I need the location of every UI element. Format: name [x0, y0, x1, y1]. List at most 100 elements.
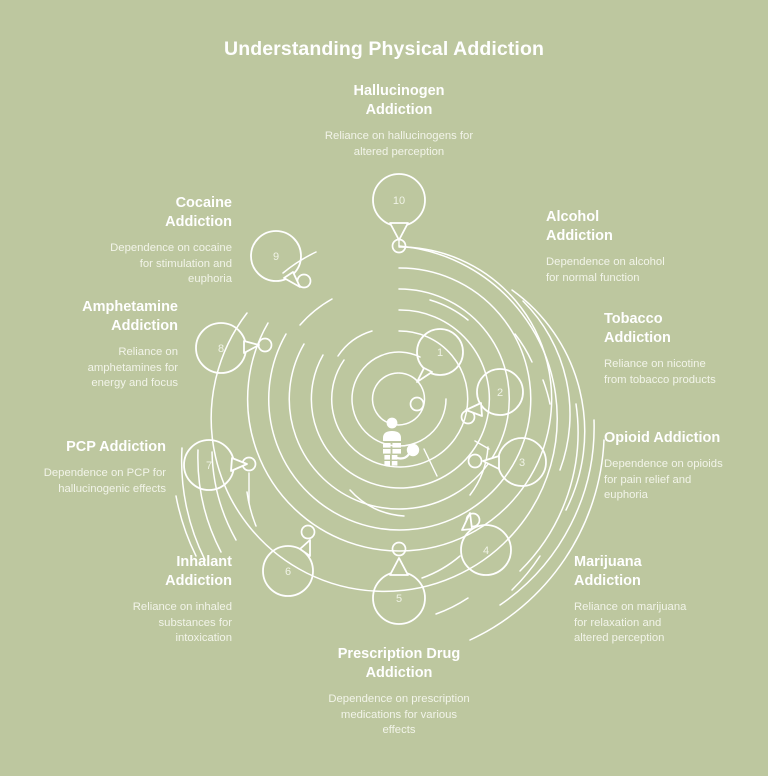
label-marijuana: Marijuana Addiction Reliance on marijuan…	[574, 553, 760, 647]
icon-leg-d	[391, 461, 398, 466]
arc-tick-6	[429, 299, 469, 321]
arc-tick-3	[299, 298, 333, 326]
node-number-group: 1 2 3 4 5 6 7 8 9 10	[206, 195, 525, 605]
label-cocaine-title: Cocaine Addiction	[60, 194, 232, 232]
node-bubble-3[interactable]	[482, 437, 547, 487]
arc-marker-1	[409, 396, 425, 412]
label-alcohol-desc: Dependence on alcohol for normal functio…	[546, 256, 665, 284]
node-bubble-5[interactable]	[372, 557, 426, 625]
arc-tick-4	[421, 555, 461, 579]
node-bubble-8[interactable]	[195, 322, 260, 374]
arc-outer-4	[499, 419, 595, 606]
arc-outer-6	[211, 451, 237, 541]
label-alcohol-title-line1: Alcohol	[546, 209, 600, 225]
icon-shoulders	[383, 431, 401, 441]
label-cocaine: Cocaine Addiction Dependence on cocaine …	[60, 194, 232, 288]
node-bubble-10-tail	[389, 222, 409, 241]
label-pcp-title-line1: PCP Addiction	[66, 439, 166, 455]
label-inhalant-title-line2: Addiction	[165, 573, 232, 589]
label-hallucinogen: Hallucinogen Addiction Reliance on hallu…	[264, 82, 534, 160]
label-tobacco-title-line2: Addiction	[604, 330, 671, 346]
label-opioid-title: Opioid Addiction	[604, 429, 768, 448]
label-tobacco-title: Tobacco Addiction	[604, 310, 764, 348]
arc-ring-1	[371, 372, 426, 426]
label-inhalant-desc: Reliance on inhaled substances for intox…	[132, 601, 232, 644]
node-bubble-9-circle[interactable]	[250, 230, 302, 282]
label-inhalant-title: Inhalant Addiction	[88, 553, 232, 591]
label-prescription: Prescription Drug Addiction Dependence o…	[274, 645, 524, 739]
node-bubble-4[interactable]	[460, 512, 512, 576]
stem-1	[423, 448, 438, 477]
label-marijuana-title-line2: Addiction	[574, 573, 641, 589]
node-bubble-8-tail	[243, 340, 260, 354]
arc-ring-8	[210, 245, 558, 593]
label-amphetamine: Amphetamine Addiction Reliance on amphet…	[36, 298, 178, 392]
icon-leg-b	[391, 455, 398, 460]
label-prescription-title-line1: Prescription Drug	[337, 646, 461, 662]
node-bubble-5-tail	[389, 557, 409, 576]
label-pcp-desc: Dependence on PCP for hallucinogenic eff…	[43, 467, 166, 495]
icon-torso-a	[383, 443, 391, 448]
arc-marker-3	[467, 453, 483, 469]
label-amphetamine-title: Amphetamine Addiction	[36, 298, 178, 336]
arc-tick-1	[337, 330, 373, 357]
node-number-2: 2	[497, 387, 503, 399]
label-amphetamine-title-line2: Addiction	[111, 318, 178, 334]
label-cocaine-title-line2: Addiction	[165, 214, 232, 230]
node-bubble-6[interactable]	[262, 539, 314, 597]
person-with-ball-and-chain-icon	[383, 417, 420, 466]
label-marijuana-title: Marijuana Addiction	[574, 553, 760, 591]
icon-torso-b	[392, 443, 401, 448]
node-number-4: 4	[483, 545, 489, 557]
arc-ring-4b	[469, 446, 489, 496]
node-bubble-2[interactable]	[465, 368, 524, 417]
arc-outer-8	[180, 447, 206, 561]
arc-tick-10	[514, 333, 533, 363]
icon-leg-a	[384, 455, 390, 460]
node-bubble-2-tail	[465, 402, 483, 417]
arc-outer-7	[197, 449, 222, 553]
arc-outer-1	[511, 289, 586, 511]
node-bubble-2-circle[interactable]	[476, 368, 524, 416]
node-bubble-group	[183, 173, 547, 625]
node-number-9: 9	[273, 251, 279, 263]
node-bubble-9[interactable]	[250, 230, 302, 288]
label-prescription-title: Prescription Drug Addiction	[274, 645, 524, 683]
node-bubble-4-circle[interactable]	[460, 524, 512, 576]
page-title: Understanding Physical Addiction	[224, 38, 544, 60]
node-bubble-10[interactable]	[372, 173, 426, 241]
node-bubble-1[interactable]	[416, 328, 464, 383]
arc-ring-6	[267, 267, 532, 531]
label-alcohol-title-line2: Addiction	[546, 228, 613, 244]
icon-torso-d	[392, 449, 401, 454]
label-hallucinogen-title-line1: Hallucinogen	[353, 83, 445, 99]
arc-marker-group	[241, 238, 483, 557]
node-bubble-6-circle[interactable]	[262, 545, 314, 597]
node-number-6: 6	[285, 566, 291, 578]
arc-tick-9	[246, 491, 257, 527]
label-pcp: PCP Addiction Dependence on PCP for hall…	[20, 438, 166, 497]
node-bubble-1-circle[interactable]	[416, 328, 464, 376]
icon-chain	[396, 453, 410, 460]
label-opioid-desc: Dependence on opioids for pain relief an…	[604, 458, 723, 501]
arc-marker-8	[257, 337, 273, 353]
arc-outer-2	[522, 300, 571, 471]
arc-ring-4	[310, 309, 491, 489]
label-tobacco-title-line1: Tobacco	[604, 311, 663, 327]
arc-ring-5	[288, 288, 511, 510]
label-hallucinogen-desc: Reliance on hallucinogens for altered pe…	[324, 130, 474, 158]
label-inhalant-title-line1: Inhalant	[176, 554, 232, 570]
arc-tick-2	[349, 489, 405, 517]
arc-marker-5	[391, 541, 407, 557]
label-prescription-title-line2: Addiction	[365, 665, 433, 681]
arc-outer-5	[469, 439, 605, 641]
label-opioid: Opioid Addiction Dependence on opioids f…	[604, 429, 768, 504]
label-marijuana-title-line1: Marijuana	[574, 554, 642, 570]
node-bubble-7[interactable]	[183, 439, 248, 491]
icon-head	[386, 417, 398, 429]
icon-leg-c	[384, 461, 390, 466]
label-inhalant: Inhalant Addiction Reliance on inhaled s…	[88, 553, 232, 647]
node-number-3: 3	[519, 457, 525, 469]
arc-tick-7	[282, 251, 317, 274]
